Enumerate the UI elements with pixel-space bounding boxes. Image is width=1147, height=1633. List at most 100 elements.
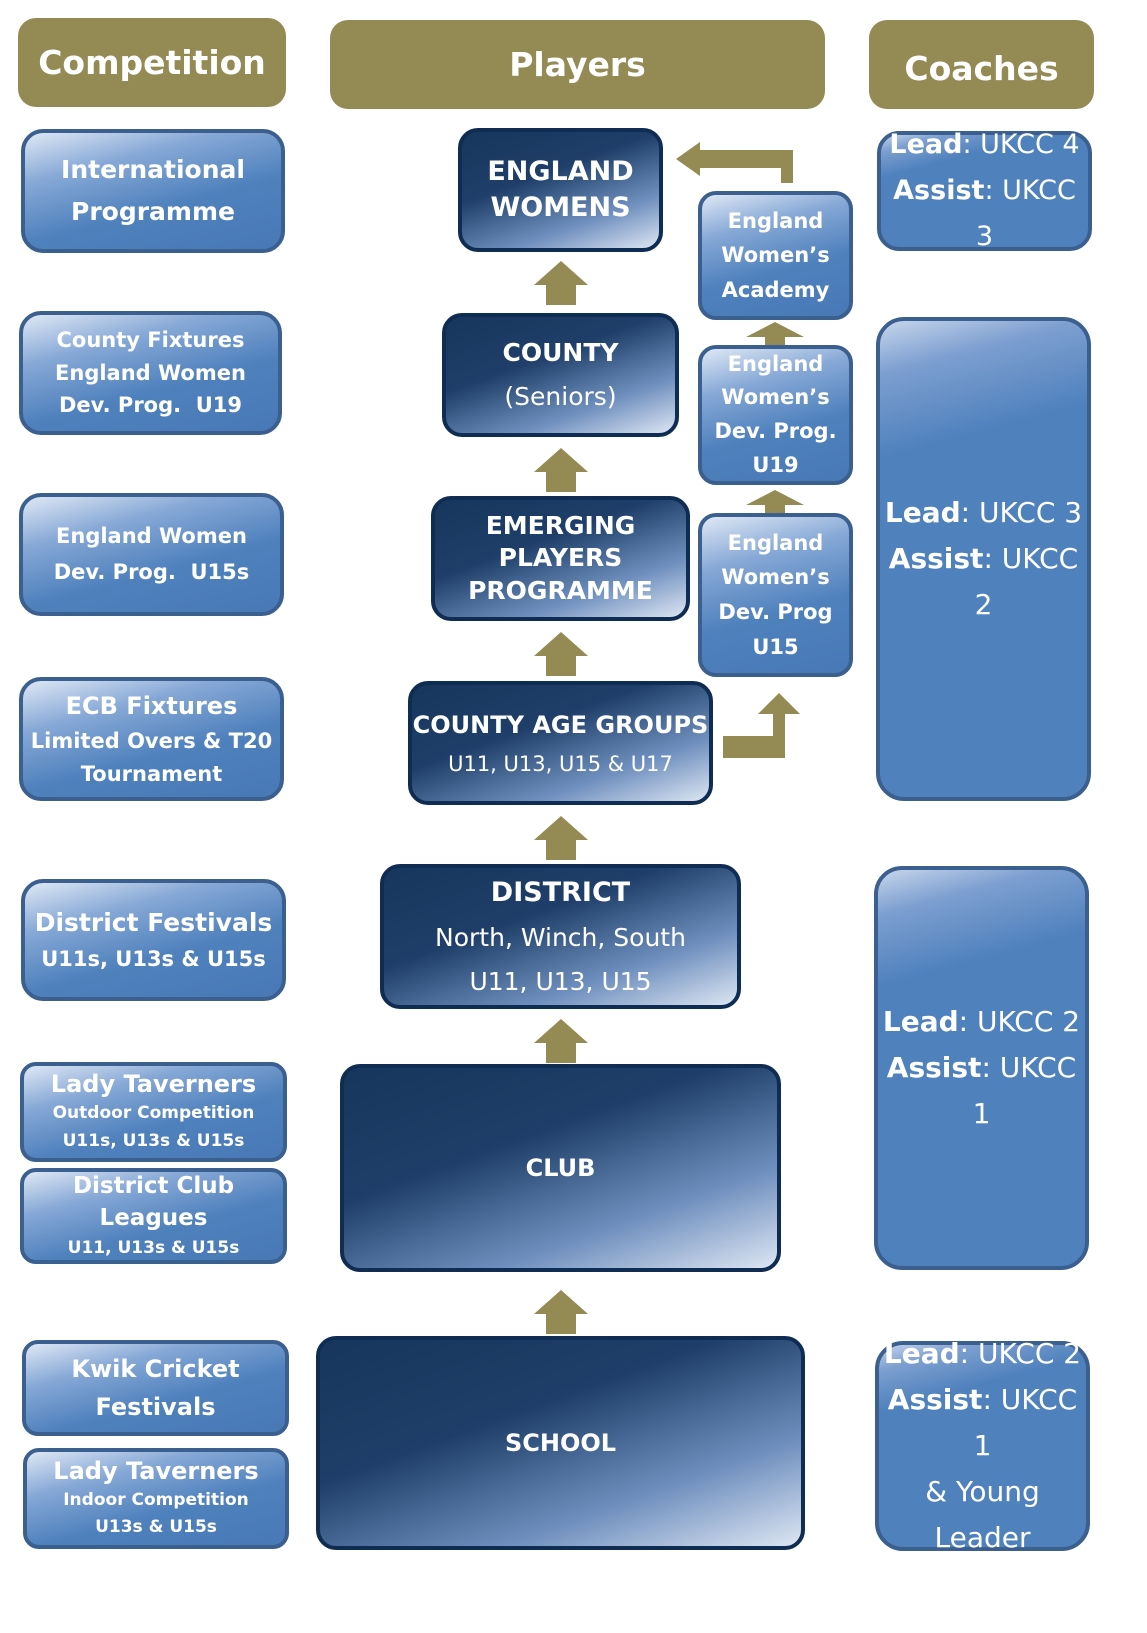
arrow-up-icon bbox=[534, 261, 588, 305]
assist-value: : UKCC 1 bbox=[973, 1382, 1078, 1462]
competition-district-club-leagues: District Club Leagues U11, U13s & U15s bbox=[20, 1168, 287, 1264]
competition-district-festivals: District Festivals U11s, U13s & U15s bbox=[21, 879, 286, 1001]
arrow-up-icon bbox=[534, 1019, 588, 1063]
text-line: International bbox=[61, 154, 245, 184]
coach-lead-line: Lead: UKCC 2 bbox=[883, 999, 1080, 1045]
text-line: EMERGING bbox=[485, 510, 636, 540]
text-line: County Fixtures bbox=[56, 328, 245, 353]
lead-value: : UKCC 3 bbox=[960, 495, 1083, 529]
text-line: DISTRICT bbox=[490, 877, 631, 909]
lead-label: Lead bbox=[883, 1336, 960, 1370]
text-line: Academy bbox=[721, 277, 830, 302]
player-school: SCHOOL bbox=[316, 1336, 805, 1550]
player-emerging-programme: EMERGING PLAYERS PROGRAMME bbox=[431, 496, 690, 621]
assist-label: Assist bbox=[888, 541, 984, 575]
assist-label: Assist bbox=[886, 1050, 982, 1084]
text-line: District Festivals bbox=[34, 908, 273, 938]
text-line: U11, U13s & U15s bbox=[67, 1237, 240, 1258]
text-line: Dev. Prog bbox=[718, 600, 833, 624]
text-line: Women’s bbox=[721, 565, 830, 590]
text-line: PLAYERS bbox=[498, 543, 623, 573]
academy-england-womens-academy: England Women’s Academy bbox=[698, 191, 853, 320]
arrow-up-icon bbox=[534, 632, 588, 676]
coach-lead-line: Lead: UKCC 4 bbox=[889, 122, 1079, 168]
lead-label: Lead bbox=[889, 129, 963, 161]
text-line: ENGLAND bbox=[487, 155, 634, 187]
player-district: DISTRICT North, Winch, South U11, U13, U… bbox=[380, 864, 741, 1009]
text-line: Outdoor Competition bbox=[52, 1103, 255, 1124]
text-line: Women’s bbox=[721, 385, 830, 410]
lead-label: Lead bbox=[884, 495, 961, 529]
coach-level-district-club: Lead: UKCC 2 Assist: UKCC 1 bbox=[874, 866, 1089, 1270]
player-county-age-groups: COUNTY AGE GROUPS U11, U13, U15 & U17 bbox=[408, 681, 713, 805]
text-line: SCHOOL bbox=[504, 1428, 617, 1457]
coach-assist-line: Assist: UKCC 2 bbox=[880, 536, 1087, 628]
text-line: (Seniors) bbox=[504, 382, 617, 411]
text-line: England bbox=[727, 208, 824, 233]
competition-county-fixtures: County Fixtures England Women Dev. Prog.… bbox=[19, 311, 282, 435]
header-competition: Competition bbox=[18, 18, 286, 107]
arrow-up-icon bbox=[746, 490, 804, 513]
arrow-up-icon bbox=[746, 322, 804, 345]
text-line: Dev. Prog. bbox=[714, 419, 837, 443]
lead-label: Lead bbox=[882, 1004, 959, 1038]
text-line: Kwik Cricket bbox=[71, 1354, 240, 1383]
assist-label: Assist bbox=[887, 1382, 983, 1416]
text-line: Dev. Prog. U19 bbox=[58, 393, 243, 418]
text-line: Programme bbox=[71, 197, 235, 226]
text-line: England Women bbox=[56, 523, 247, 548]
text-line: U13s & U15s bbox=[95, 1517, 217, 1538]
text-line: Indoor Competition bbox=[63, 1489, 249, 1510]
coach-extra-line: Leader bbox=[934, 1521, 1031, 1555]
text-line: PROGRAMME bbox=[468, 575, 653, 605]
text-line: Festivals bbox=[95, 1393, 216, 1421]
text-line: England bbox=[727, 530, 824, 555]
coach-extra-line: & Young bbox=[925, 1475, 1040, 1509]
text-line: U11s, U13s & U15s bbox=[62, 1130, 245, 1151]
arrow-bent-icon bbox=[723, 693, 800, 758]
text-line: U11s, U13s & U15s bbox=[41, 947, 266, 972]
coach-level-school: Lead: UKCC 2 Assist: UKCC 1 & Young Lead… bbox=[875, 1337, 1090, 1554]
arrow-up-icon bbox=[534, 448, 588, 492]
text-line: U19 bbox=[752, 452, 799, 477]
competition-international: International Programme bbox=[21, 129, 285, 253]
text-line: ECB Fixtures bbox=[65, 691, 238, 720]
competition-kwik-cricket: Kwik Cricket Festivals bbox=[22, 1340, 289, 1436]
text-line: Women’s bbox=[721, 243, 830, 268]
coach-assist-line: Assist: UKCC 1 bbox=[878, 1045, 1085, 1137]
text-line: Lady Taverners bbox=[53, 1456, 259, 1485]
text-line: North, Winch, South bbox=[435, 923, 686, 953]
arrow-up-icon bbox=[534, 816, 588, 860]
coach-lead-line: Lead: UKCC 2 bbox=[884, 1331, 1081, 1377]
text-line: CLUB bbox=[525, 1153, 596, 1182]
academy-dev-prog-u15: England Women’s Dev. Prog U15 bbox=[698, 513, 853, 677]
competition-lady-taverners-outdoor: Lady Taverners Outdoor Competition U11s,… bbox=[20, 1062, 287, 1162]
competition-lady-taverners-indoor: Lady Taverners Indoor Competition U13s &… bbox=[23, 1448, 289, 1549]
text-line: Tournament bbox=[80, 761, 223, 786]
text-line: U11, U13, U15 & U17 bbox=[448, 751, 673, 776]
player-county-seniors: COUNTY (Seniors) bbox=[442, 313, 679, 437]
text-line: England bbox=[727, 351, 824, 376]
lead-value: : UKCC 2 bbox=[958, 1004, 1081, 1038]
assist-value: : UKCC 2 bbox=[974, 541, 1079, 622]
competition-dev-u15: England Women Dev. Prog. U15s bbox=[19, 493, 284, 616]
text-line: U15 bbox=[752, 634, 799, 659]
header-coaches: Coaches bbox=[869, 20, 1094, 109]
assist-value: : UKCC 3 bbox=[975, 175, 1076, 252]
text-line: Dev. Prog. U15s bbox=[53, 559, 250, 584]
academy-dev-prog-u19: England Women’s Dev. Prog. U19 bbox=[698, 345, 853, 485]
lead-value: : UKCC 2 bbox=[959, 1336, 1082, 1370]
coach-assist-line: Assist: UKCC 1 bbox=[879, 1377, 1086, 1469]
coach-lead-line: Lead: UKCC 3 bbox=[885, 490, 1082, 536]
text-line: WOMENS bbox=[490, 192, 631, 223]
text-line: Lady Taverners bbox=[50, 1070, 257, 1099]
coach-level-international: Lead: UKCC 4 Assist: UKCC 3 bbox=[877, 129, 1092, 252]
coach-assist-line: Assist: UKCC 3 bbox=[881, 168, 1088, 260]
player-club: CLUB bbox=[340, 1064, 781, 1272]
arrow-up-icon bbox=[534, 1290, 588, 1334]
lead-value: : UKCC 4 bbox=[962, 129, 1080, 161]
text-line: U11, U13, U15 bbox=[469, 967, 652, 997]
player-england-womens: ENGLAND WOMENS bbox=[458, 128, 663, 252]
competition-ecb: ECB Fixtures Limited Overs & T20 Tournam… bbox=[19, 677, 284, 801]
